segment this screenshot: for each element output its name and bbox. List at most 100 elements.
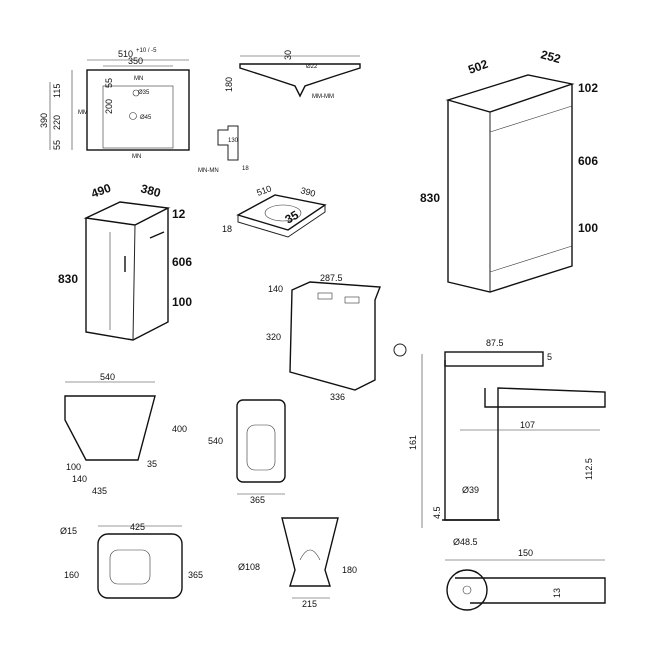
- dim-tap-87: 87.5: [486, 338, 504, 348]
- dim-toilet-100: 100: [66, 462, 81, 472]
- inlet-valve-icon: [393, 343, 407, 357]
- wc-unit-plinth: [489, 245, 573, 273]
- dim-wc-100: 100: [578, 221, 598, 235]
- dim-wc-252: 252: [539, 47, 562, 66]
- dim-cistern-320: 320: [266, 332, 281, 342]
- sink-detail-view: 130 18 MN-MN: [198, 125, 249, 174]
- dim-toilet-plan-160: 160: [64, 570, 79, 580]
- dim-cistern-140: 140: [268, 284, 283, 294]
- section-mark-mn-bottom: MN: [132, 154, 141, 160]
- tap-top-center: [462, 585, 472, 595]
- waste-hole-icon: [129, 112, 137, 120]
- dim-30: 30: [283, 50, 293, 60]
- dim-510-tol: +10 / -5: [136, 48, 157, 54]
- dim-tap-45: 4.5: [432, 506, 442, 519]
- dim-tap-161: 161: [408, 435, 418, 450]
- sink-iso-edge: [237, 205, 326, 238]
- dim-tap-112: 112.5: [584, 458, 594, 480]
- dim-toilet-140: 140: [72, 474, 87, 484]
- cistern-bracket: [344, 296, 360, 304]
- dim-toilet-540: 540: [100, 372, 115, 382]
- dim-toilet-plan-15: Ø15: [60, 526, 77, 536]
- dim-iso-35: 35: [283, 208, 302, 227]
- dim-wc-502: 502: [466, 57, 490, 77]
- dim-iso-390: 390: [299, 185, 316, 199]
- dim-toilet-rear-108: Ø108: [238, 562, 260, 572]
- dim-115: 115: [52, 84, 62, 98]
- cistern-bracket: [317, 292, 333, 300]
- dim-iso-18: 18: [222, 224, 232, 234]
- dim-cistern-336: 336: [330, 392, 345, 402]
- tap-body: [444, 360, 606, 521]
- section-label-mm: MM-MM: [312, 94, 334, 100]
- dim-390: 390: [39, 113, 49, 128]
- dim-350: 350: [128, 56, 143, 66]
- dim-tap-39: Ø39: [462, 485, 479, 495]
- dim-18: 18: [242, 166, 249, 172]
- sink-plan-basin: [102, 85, 174, 149]
- wc-unit-body: [447, 84, 573, 293]
- door-handle-icon: [149, 231, 165, 239]
- dim-wc-606: 606: [578, 154, 598, 168]
- dim-tap-5: 5: [547, 352, 552, 362]
- toilet-top-outline: [236, 399, 286, 483]
- tap-hole-icon: [132, 89, 140, 97]
- dim-toilet-35: 35: [147, 459, 157, 469]
- vanity-body: [85, 208, 169, 341]
- dim-hole-35: Ø35: [138, 90, 150, 96]
- dim-130: 130: [228, 138, 239, 144]
- dim-toilet-top-540: 540: [208, 436, 223, 446]
- dim-22: Ø22: [306, 64, 318, 70]
- dim-iso-510: 510: [255, 183, 273, 198]
- dim-cistern-287: 287.5: [320, 273, 343, 283]
- dim-toilet-rear-215: 215: [302, 599, 317, 609]
- dim-tap-13: 13: [552, 588, 562, 598]
- dim-wc-102: 102: [578, 81, 598, 95]
- dim-wc-830: 830: [420, 191, 440, 205]
- wc-unit-top: [445, 74, 575, 113]
- sink-iso-bowl: [264, 204, 302, 222]
- sink-iso-top: [236, 194, 327, 231]
- sink-plan-outline: [86, 69, 190, 151]
- toilet-rear-outlet: [299, 549, 321, 561]
- tap-lever: [444, 351, 544, 367]
- dim-tap-48: Ø48.5: [453, 537, 478, 547]
- dim-toilet-top-365: 365: [250, 495, 265, 505]
- toilet-top-view: 540 365: [208, 399, 286, 505]
- dim-tap-107: 107: [520, 420, 535, 430]
- tap-top-view: 150 13: [445, 548, 606, 611]
- section-mark-mm: MM: [78, 110, 88, 116]
- dim-toilet-rear-180: 180: [342, 565, 357, 575]
- dim-toilet-400: 400: [172, 424, 187, 434]
- cistern-view: 287.5 140 320 336: [266, 273, 407, 402]
- dim-200: 200: [104, 99, 114, 114]
- dim-tap-150: 150: [518, 548, 533, 558]
- dim-220: 220: [52, 115, 62, 130]
- dim-510: 510: [118, 49, 133, 59]
- toilet-rear-view: Ø108 180 215: [238, 517, 357, 609]
- dim-vanity-12: 12: [172, 207, 186, 221]
- dim-180: 180: [224, 77, 234, 92]
- toilet-side-view: 540 400 100 140 435 35: [64, 372, 187, 496]
- section-label-mn: MN-MN: [198, 168, 219, 174]
- dim-toilet-plan-425: 425: [130, 522, 145, 532]
- toilet-plan-view: Ø15 425 365 160: [60, 522, 203, 599]
- sink-section-profile: [239, 63, 361, 98]
- tap-top-circle: [446, 569, 488, 611]
- tap-top-body: [455, 577, 606, 604]
- dim-vanity-606: 606: [172, 255, 192, 269]
- dim-vanity-380: 380: [139, 181, 162, 200]
- cistern-body: [289, 281, 381, 391]
- section-mark-mn: MN: [134, 76, 143, 82]
- toilet-plan-outline: [97, 533, 183, 599]
- toilet-side-profile: [64, 395, 156, 461]
- dim-55: 55: [52, 140, 62, 150]
- dim-55-top: 55: [104, 78, 114, 88]
- sink-iso-view: 510 390 18 35: [222, 183, 327, 238]
- dim-vanity-830: 830: [58, 272, 78, 286]
- dim-toilet-plan-365: 365: [188, 570, 203, 580]
- toilet-rear-outline: [281, 517, 339, 587]
- detail-profile: [217, 125, 239, 161]
- dim-toilet-435: 435: [92, 486, 107, 496]
